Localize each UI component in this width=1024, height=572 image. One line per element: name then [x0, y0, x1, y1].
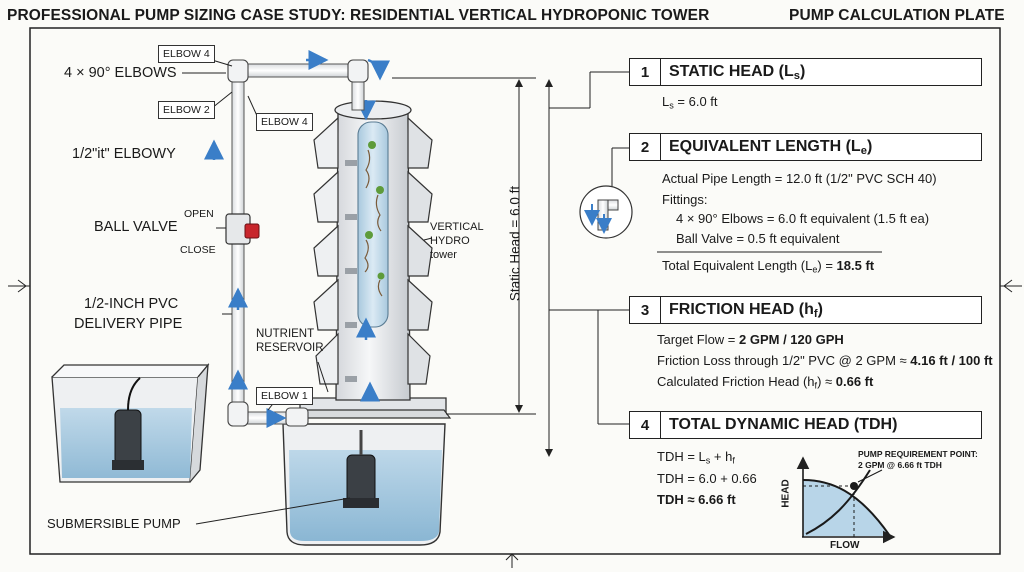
- pump-point-note-2: 2 GPM @ 6.66 ft TDH: [858, 460, 942, 470]
- step-number: 2: [630, 134, 661, 160]
- step-2-header: 2 EQUIVALENT LENGTH (Le): [629, 133, 982, 161]
- elbowy-callout: 1/2"it" ELBOWY: [72, 146, 176, 162]
- elbows-callout: 4 × 90° ELBOWS: [64, 65, 177, 81]
- elbow-detail: [579, 185, 633, 239]
- pipe-callout-line-2: DELIVERY PIPE: [74, 316, 183, 332]
- fittings-label: Fittings:: [662, 192, 708, 207]
- step-title: STATIC HEAD (Ls): [669, 63, 806, 82]
- chart-x-label: FLOW: [830, 540, 860, 551]
- target-flow: Target Flow = 2 GPM / 120 GPH: [657, 332, 844, 347]
- pvc-pipe: [225, 59, 369, 427]
- valve-equivalent: Ball Valve = 0.5 ft equivalent: [676, 231, 840, 246]
- nutrient-label-1: NUTRIENT: [256, 328, 315, 340]
- pump-curve-chart: [796, 456, 896, 544]
- tdh-result: TDH ≈ 6.66 ft: [657, 492, 736, 507]
- tdh-formula: TDH = Ls + hf: [657, 449, 735, 466]
- tower-label-1: VERTICAL: [430, 221, 484, 233]
- flow-arrows: [204, 50, 329, 428]
- static-head-dimension: [392, 77, 536, 415]
- step-4-header: 4 TOTAL DYNAMIC HEAD (TDH): [629, 411, 982, 439]
- actual-pipe-length: Actual Pipe Length = 12.0 ft (1/2" PVC S…: [662, 171, 937, 186]
- plate-title: PUMP CALCULATION PLATE: [789, 7, 1005, 24]
- elbow-4-top-tag: ELBOW 4: [158, 45, 215, 63]
- total-equivalent-length: Total Equivalent Length (Le) = 18.5 ft: [662, 258, 875, 275]
- step-3-header: 3 FRICTION HEAD (hf): [629, 296, 982, 324]
- ball-valve-callout: BALL VALVE: [94, 219, 178, 235]
- chart-y-label: HEAD: [780, 479, 792, 508]
- main-reservoir: [277, 397, 452, 546]
- submersible-pump-callout: SUBMERSIBLE PUMP: [47, 516, 181, 531]
- inset-reservoir: [51, 363, 210, 483]
- tdh-substitution: TDH = 6.0 + 0.66: [657, 471, 757, 486]
- elbows-equivalent: 4 × 90° Elbows = 6.0 ft equivalent (1.5 …: [676, 211, 930, 226]
- step-1-header: 1 STATIC HEAD (Ls): [629, 58, 982, 86]
- elbow-4-right-tag: ELBOW 4: [256, 113, 313, 131]
- static-head-value: Ls = 6.0 ft: [662, 94, 718, 111]
- calculated-friction-head: Calculated Friction Head (hf) ≈ 0.66 ft: [657, 374, 874, 391]
- elbow-2-tag: ELBOW 2: [158, 101, 215, 119]
- pipe-callout-line-1: 1/2-INCH PVC: [84, 296, 179, 312]
- static-head-dimension-label: Static Head = 6.0 ft: [507, 185, 523, 302]
- nutrient-label-2: RESERVOIR: [256, 342, 324, 354]
- hydro-tower: [313, 100, 433, 402]
- tower-label-2: HYDRO: [430, 235, 470, 247]
- tower-label-3: tower: [430, 249, 457, 261]
- step-title: TOTAL DYNAMIC HEAD (TDH): [669, 416, 898, 433]
- elbow-1-tag: ELBOW 1: [256, 387, 313, 405]
- valve-open-label: OPEN: [184, 208, 214, 220]
- valve-close-label: CLOSE: [180, 244, 216, 256]
- friction-loss-rate: Friction Loss through 1/2" PVC @ 2 GPM ≈…: [657, 353, 993, 368]
- step-title: EQUIVALENT LENGTH (Le): [669, 138, 873, 157]
- pump-point-note-1: PUMP REQUIREMENT POINT:: [858, 449, 978, 459]
- step-title: FRICTION HEAD (hf): [669, 301, 823, 320]
- step-number: 3: [630, 297, 661, 323]
- step-number: 4: [630, 412, 661, 438]
- step-number: 1: [630, 59, 661, 85]
- page-title: PROFESSIONAL PUMP SIZING CASE STUDY: RES…: [7, 7, 710, 24]
